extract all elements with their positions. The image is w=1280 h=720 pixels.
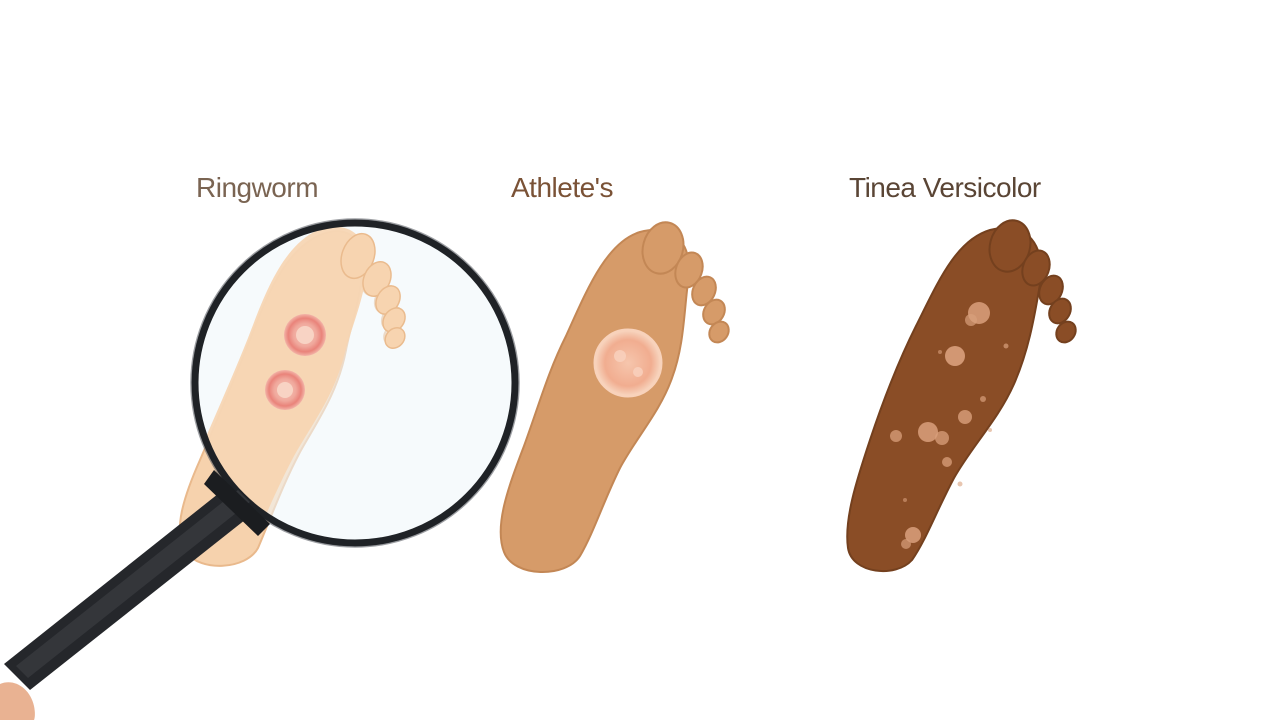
tinea-sole [846,226,1043,573]
tinea-patches [890,302,1009,549]
athletes-foot-illustration [499,221,730,573]
athletes-sole [499,228,691,573]
tinea-versicolor-foot-illustration [846,219,1077,573]
hand-fingertip [0,682,35,720]
magnifier-rim [191,219,519,547]
magnifying-glass-icon [4,218,520,690]
athletes-label: Athlete's [511,172,614,203]
athletes-toes [641,221,730,344]
athletes-lesion [595,330,661,396]
ringworm-label: Ringworm [196,172,319,203]
tinea-toes [988,219,1077,344]
tinea-versicolor-label: Tinea Versicolor [849,172,1041,203]
